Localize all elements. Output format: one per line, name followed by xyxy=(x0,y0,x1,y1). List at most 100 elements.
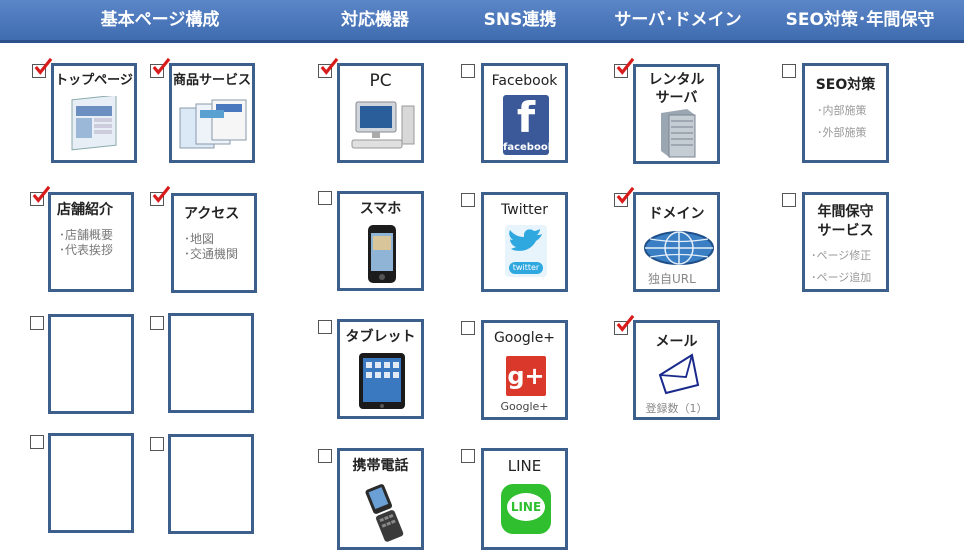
card-sub-item: 登録数（1） xyxy=(645,402,708,415)
header-seo-maintenance: SEO対策･年間保守 xyxy=(785,10,935,30)
check-mark-icon xyxy=(616,57,635,75)
card-empty-1[interactable] xyxy=(48,314,134,414)
checkbox-top-page[interactable] xyxy=(32,57,53,78)
card-domain[interactable]: ドメイン 独自URL xyxy=(633,192,720,292)
card-title: スマホ xyxy=(359,201,402,217)
card-pc[interactable]: PC xyxy=(337,63,424,163)
envelope-icon xyxy=(658,353,700,395)
webpage-screenshot-icon xyxy=(71,96,117,151)
checkbox-rental-server[interactable] xyxy=(614,57,635,78)
card-google-plus[interactable]: Google+ g+ Google+ xyxy=(481,320,568,420)
card-title: SEO対策 xyxy=(815,77,876,93)
check-mark-icon xyxy=(616,314,635,332)
header-devices: 対応機器 xyxy=(341,10,409,30)
checkbox-empty-3[interactable] xyxy=(30,435,44,449)
twitter-logo-icon: twitter xyxy=(505,225,547,277)
card-sub-item: ･店舗概要 xyxy=(59,228,114,242)
check-mark-icon xyxy=(34,57,53,75)
checkbox-google-plus[interactable] xyxy=(461,321,475,335)
card-rental-server[interactable]: レンタルサーバ xyxy=(633,64,720,164)
card-sub-item: ･ページ修正 xyxy=(811,249,872,262)
card-title: Twitter xyxy=(501,202,548,218)
card-title: タブレット xyxy=(345,329,416,345)
card-title: メール xyxy=(655,334,698,350)
card-title: 店舗紹介 xyxy=(57,202,113,218)
card-mobile-phone[interactable]: 携帯電話 xyxy=(337,448,424,550)
checkbox-empty-1[interactable] xyxy=(30,316,44,330)
card-empty-3[interactable] xyxy=(48,433,134,533)
card-sub-item: ･交通機関 xyxy=(184,247,239,261)
flip-phone-icon xyxy=(365,484,404,542)
card-empty-2[interactable] xyxy=(168,313,254,413)
card-twitter[interactable]: Twitter twitter xyxy=(481,192,568,292)
card-sub-item: ･代表挨拶 xyxy=(59,243,114,257)
card-title: Facebook xyxy=(491,73,558,89)
checkbox-pc[interactable] xyxy=(318,57,339,78)
checkbox-seo[interactable] xyxy=(782,64,796,78)
card-line[interactable]: LINE LINE xyxy=(481,448,568,550)
checkbox-mail[interactable] xyxy=(614,314,635,335)
checkbox-access[interactable] xyxy=(150,185,171,206)
header-sns: SNS連携 xyxy=(483,10,557,30)
check-mark-icon xyxy=(616,186,635,204)
card-sub-item: ･地図 xyxy=(184,232,215,246)
card-mail[interactable]: メール 登録数（1） xyxy=(633,320,720,420)
card-facebook[interactable]: Facebook f facebook xyxy=(481,63,568,163)
checkbox-tablet[interactable] xyxy=(318,320,332,334)
card-title: 携帯電話 xyxy=(352,458,409,474)
google-plus-logo-icon: g+ xyxy=(506,356,546,396)
card-store-intro[interactable]: 店舗紹介 ･店舗概要 ･代表挨拶 xyxy=(48,192,134,292)
google-plus-logo-text: Google+ xyxy=(500,400,549,413)
card-title: アクセス xyxy=(184,206,240,222)
header-basic-pages: 基本ページ構成 xyxy=(100,10,220,30)
checkbox-mobile-phone[interactable] xyxy=(318,449,332,463)
desktop-pc-icon xyxy=(351,101,415,149)
smartphone-icon xyxy=(368,225,396,283)
card-seo[interactable]: SEO対策 ･内部施策 ･外部施策 xyxy=(802,63,889,163)
card-title: レンタルサーバ xyxy=(648,72,705,106)
check-mark-icon xyxy=(152,185,171,203)
card-smartphone[interactable]: スマホ xyxy=(337,191,424,291)
card-title: Google+ xyxy=(493,330,556,346)
line-logo-icon: LINE xyxy=(501,484,551,534)
line-speech-bubble xyxy=(507,493,545,521)
card-annual-maintenance[interactable]: 年間保守サービス ･ページ修正 ･ページ追加 xyxy=(802,192,889,292)
twitter-bird-icon xyxy=(509,229,542,251)
checkbox-facebook[interactable] xyxy=(461,64,475,78)
header-bar: 基本ページ構成 対応機器 SNS連携 サーバ･ドメイン SEO対策･年間保守 xyxy=(0,0,964,43)
product-screens-icon xyxy=(179,99,247,149)
check-mark-icon xyxy=(32,185,51,203)
card-title: ドメイン xyxy=(648,206,705,222)
checkbox-twitter[interactable] xyxy=(461,193,475,207)
globe-icon xyxy=(644,231,714,265)
card-sub-item: 独自URL xyxy=(648,272,696,286)
card-top-page[interactable]: トップページ xyxy=(51,63,137,163)
card-title: 商品サービス xyxy=(172,73,251,88)
checkbox-smartphone[interactable] xyxy=(318,191,332,205)
tablet-icon xyxy=(359,353,405,409)
checkbox-empty-4[interactable] xyxy=(150,437,164,451)
line-logo-text: LINE xyxy=(510,500,542,514)
checkbox-store-intro[interactable] xyxy=(30,185,51,206)
check-mark-icon xyxy=(152,57,171,75)
facebook-logo-text: facebook xyxy=(503,142,555,153)
twitter-logo-text: twitter xyxy=(509,262,543,274)
card-empty-4[interactable] xyxy=(168,434,254,534)
checkbox-products[interactable] xyxy=(150,57,171,78)
check-mark-icon xyxy=(320,57,339,75)
card-sub-item: ･ページ追加 xyxy=(811,271,872,284)
checkbox-domain[interactable] xyxy=(614,186,635,207)
card-products-services[interactable]: 商品サービス xyxy=(169,63,255,163)
checkbox-empty-2[interactable] xyxy=(150,316,164,330)
checkbox-maintenance[interactable] xyxy=(782,193,796,207)
card-access[interactable]: アクセス ･地図 ･交通機関 xyxy=(171,193,257,293)
card-sub-item: ･内部施策 xyxy=(817,104,867,117)
header-server-domain: サーバ･ドメイン xyxy=(614,10,742,30)
card-tablet[interactable]: タブレット xyxy=(337,319,424,419)
server-rack-icon xyxy=(661,109,696,158)
card-title: LINE xyxy=(507,457,542,475)
card-title: PC xyxy=(369,71,392,91)
facebook-logo-icon: f facebook xyxy=(503,95,555,155)
card-sub-item: ･外部施策 xyxy=(817,126,867,139)
checkbox-line[interactable] xyxy=(461,449,475,463)
